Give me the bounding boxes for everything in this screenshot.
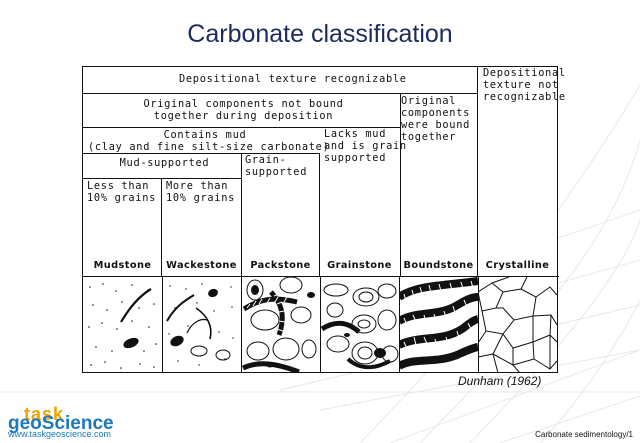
packstone-illustration <box>241 277 317 373</box>
label-lacks-mud: Lacks mud and is grain supported <box>324 128 407 164</box>
packstone-texture <box>241 277 321 373</box>
logo-geo: geoScience <box>8 413 114 435</box>
wackestone-illustration <box>166 283 234 366</box>
slide-footer: Carbonate sedimentology/1 <box>535 430 633 439</box>
mudstone-texture <box>83 277 163 373</box>
class-crystalline: Crystalline <box>485 260 550 271</box>
label-bound: Original components were bound together <box>401 95 470 143</box>
wackestone-texture <box>162 277 242 373</box>
crystalline-illustration <box>478 277 557 373</box>
header-divider <box>477 67 478 276</box>
sample-divider <box>83 276 559 277</box>
logo-science-text: Science <box>41 413 114 434</box>
class-boundstone: Boundstone <box>403 260 474 271</box>
header-divider <box>83 153 319 154</box>
boundstone-illustration <box>399 277 478 370</box>
class-mudstone: Mudstone <box>93 260 152 271</box>
company-website: www.taskgeoscience.com <box>8 429 112 439</box>
label-not-recognizable: Depositional texture not recognizable <box>483 67 566 103</box>
reference-citation: Dunham (1962) <box>458 374 542 388</box>
label-recognizable: Depositional texture recognizable <box>179 73 407 85</box>
class-packstone: Packstone <box>250 260 311 271</box>
slide-title: Carbonate classification <box>187 20 453 48</box>
header-divider <box>319 153 320 276</box>
header-divider <box>83 93 477 94</box>
logo-task: task <box>24 404 65 424</box>
header-divider <box>400 94 401 276</box>
label-mud-supported: Mud-supported <box>119 157 210 169</box>
header-divider <box>241 153 242 276</box>
header-divider <box>83 178 242 179</box>
crystalline-texture <box>478 277 557 373</box>
header-divider <box>161 178 162 276</box>
grainstone-illustration <box>320 283 399 370</box>
class-wackestone: Wackestone <box>166 260 237 271</box>
taskgeoscience-logo: task geoScience <box>8 404 128 438</box>
label-not-bound: Original components not bound together d… <box>143 98 344 122</box>
dunham-classification-chart: Depositional texture recognizable Deposi… <box>82 66 566 373</box>
label-more-than: More than 10% grains <box>166 180 235 204</box>
mudstone-illustration <box>88 283 157 369</box>
grainstone-texture <box>320 277 400 373</box>
label-less-than: Less than 10% grains <box>87 180 156 204</box>
logo-geo-text: geo <box>8 413 42 434</box>
label-grain-supported: Grain- supported <box>245 154 308 178</box>
boundstone-texture <box>399 277 479 373</box>
header-divider <box>83 127 400 128</box>
class-grainstone: Grainstone <box>327 260 392 271</box>
label-contains-mud: Contains mud (clay and fine silt-size ca… <box>88 129 330 153</box>
